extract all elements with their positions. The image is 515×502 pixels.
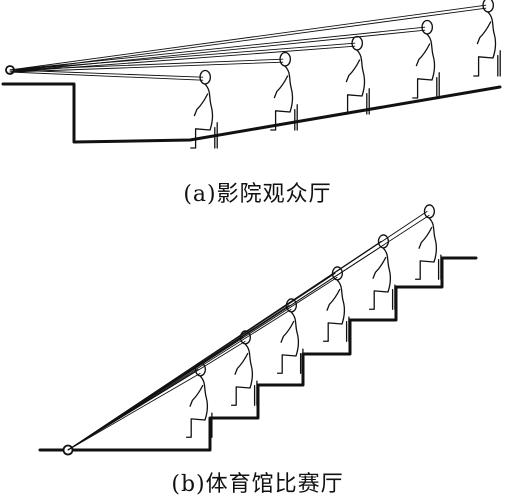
arena-seated-viewer <box>368 234 396 310</box>
cinema-seated-viewer <box>342 35 370 115</box>
arena-seated-viewer <box>230 330 258 406</box>
arena-seated-viewer <box>414 204 442 280</box>
cinema-seated-viewer <box>270 51 298 131</box>
cinema-sightline <box>9 61 284 73</box>
cinema-seated-viewer <box>473 0 501 77</box>
arena-seated-viewer <box>276 298 304 374</box>
cinema-sightline <box>9 42 356 71</box>
cinema-seated-viewer <box>190 69 218 149</box>
cinema-sightline <box>9 71 204 81</box>
caption-cinema-auditorium: (a)影院观众厅 <box>183 182 332 207</box>
arena-diagram <box>38 204 478 456</box>
cinema-sightline <box>9 7 487 73</box>
arena-sightline <box>67 210 428 451</box>
cinema-sightlines <box>9 4 487 81</box>
arena-sightlines <box>67 210 430 451</box>
cinema-viewers <box>190 0 501 149</box>
arena-seated-viewer <box>185 362 213 438</box>
cinema-seated-viewer <box>412 19 440 99</box>
arena-sightline <box>67 372 201 451</box>
caption-arena: (b)体育馆比赛厅 <box>171 472 344 497</box>
arena-stepped-stand-outline <box>38 256 478 452</box>
cinema-floor-outline <box>1 82 502 144</box>
cinema-sightline <box>9 4 487 71</box>
cinema-auditorium-diagram <box>1 0 502 149</box>
arena-seated-viewer <box>322 266 350 342</box>
cinema-sightline <box>9 45 356 73</box>
arena-viewers <box>185 204 442 438</box>
